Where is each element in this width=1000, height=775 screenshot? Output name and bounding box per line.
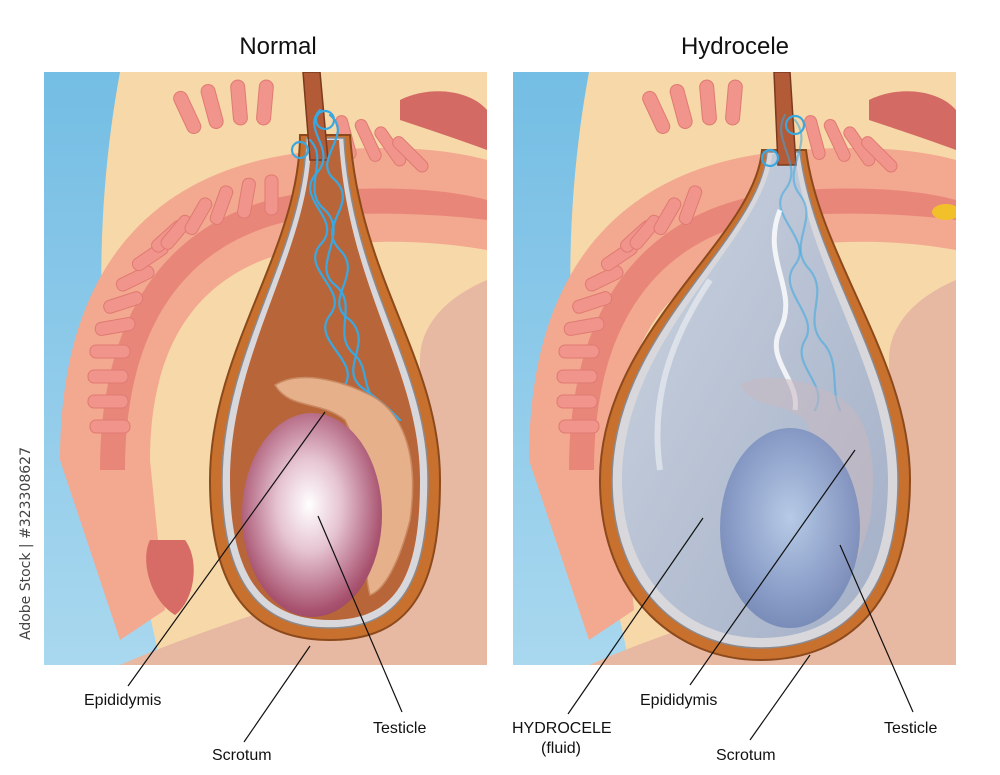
leader-scrotum [749,654,811,741]
hydrocele-illustration [513,72,956,665]
leader-scrotum [243,645,311,743]
leader-epididymis [127,411,326,687]
label-epididymis: Epididymis [640,692,717,709]
corpus-ridges [556,79,898,434]
fluid-sheen [654,278,713,471]
normal-illustration [44,72,487,665]
label-testicle: Testicle [884,720,937,737]
urethra-channel [569,188,956,470]
glans [146,540,194,615]
pampiniform-plexus [760,113,842,412]
gland-marker [932,204,956,220]
panel-title-normal: Normal [239,33,316,60]
label-testicle: Testicle [373,720,426,737]
panel-title-hydrocele: Hydrocele [681,33,789,60]
testicle [720,428,860,628]
label-scrotum: Scrotum [716,747,776,764]
testicle [242,413,382,617]
label-epididymis: Epididymis [84,692,161,709]
label-hydrocele: HYDROCELE [512,720,612,737]
urethra-channel [100,188,487,470]
panel-normal: Normal [44,33,487,764]
bladder-tissue [869,91,956,150]
label-scrotum: Scrotum [212,747,272,764]
leader-testicle [317,515,403,713]
panel-hydrocele: Hydrocele [512,33,956,764]
label-hydrocele-sub: (fluid) [541,740,581,757]
leader-hydrocele [567,517,704,715]
leader-testicle [839,544,914,713]
stock-credit: Adobe Stock | #323308627 [18,447,34,640]
leader-epididymis [689,449,856,686]
bladder-tissue [400,91,487,150]
